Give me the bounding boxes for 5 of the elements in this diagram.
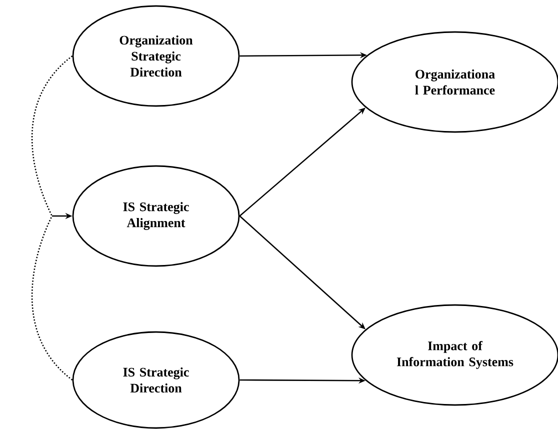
dotted-connector	[31, 216, 73, 380]
dotted-connector	[31, 56, 73, 216]
ellipse-node: IS Strategic Direction	[72, 331, 240, 429]
ellipse-node: Organization Strategic Direction	[72, 5, 240, 107]
ellipse-node: IS Strategic Alignment	[72, 165, 240, 267]
